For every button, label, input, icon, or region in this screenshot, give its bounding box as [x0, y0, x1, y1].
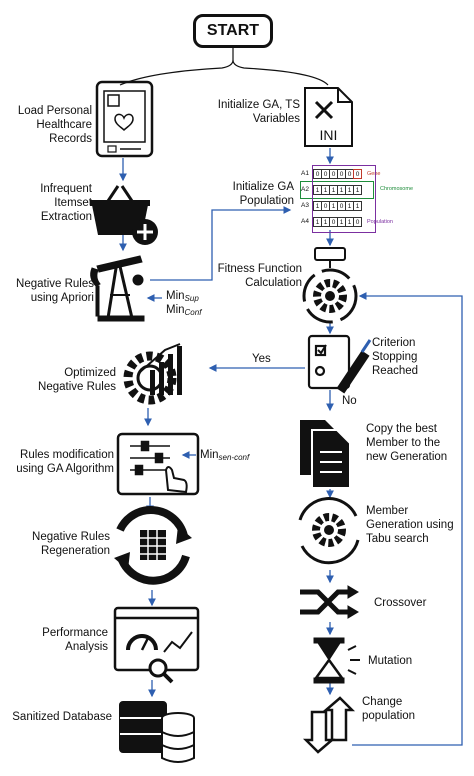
- min-conf-text: Min: [166, 304, 185, 316]
- database-icon: [119, 701, 195, 763]
- label-ini: INI: [319, 127, 338, 143]
- label-change-population: Change population: [362, 696, 416, 722]
- label-min-conf: MinConf: [166, 303, 201, 320]
- label-optimized-rules: Optimized Negative Rules: [38, 367, 116, 393]
- label-sanitized-db: Sanitized Database: [12, 711, 112, 723]
- label-infrequent-itemset: Infrequent Itemset Extraction: [40, 183, 92, 223]
- start-node: START: [193, 14, 273, 48]
- label-init-population: Initialize GA Population: [232, 181, 294, 207]
- mutation-dna-icon: [313, 637, 360, 684]
- ga-population-table: A1 0 0 0 0 0 0 Gene A2 1 1 1 1 1 1 A3 1 …: [300, 165, 421, 233]
- min-sen-text: Min: [200, 449, 219, 461]
- ini-file-icon: [304, 87, 353, 147]
- gene-cell: 1: [353, 201, 362, 211]
- population-row: A1 0 0 0 0 0 0 Gene: [301, 166, 421, 182]
- crossover-icon: [300, 585, 359, 619]
- label-performance: Performance Analysis: [42, 627, 108, 653]
- row-label: A4: [301, 218, 309, 225]
- label-mutation: Mutation: [368, 655, 413, 667]
- change-population-icon: [302, 696, 356, 754]
- gene-tag: Gene: [367, 171, 381, 177]
- label-yes: Yes: [252, 353, 271, 365]
- label-no: No: [342, 395, 357, 407]
- min-sen-sub: sen-conf: [218, 453, 250, 462]
- min-sup-text: Min: [166, 290, 185, 302]
- row-label: A2: [301, 186, 309, 193]
- min-sup-sub: Sup: [184, 294, 199, 303]
- gear-chart-icon: [123, 343, 182, 405]
- population-row: A2 1 1 1 1 1 1: [300, 181, 374, 199]
- min-conf-sub: Conf: [184, 308, 202, 317]
- label-negative-rules: Negative Rules using Apriori: [16, 278, 94, 304]
- performance-dashboard-icon: [113, 606, 200, 684]
- row-label: A3: [301, 202, 309, 209]
- basket-icon: [90, 185, 158, 245]
- label-copy-best: Copy the best Member to the new Generati…: [366, 423, 448, 463]
- label-crossover: Crossover: [374, 597, 427, 609]
- checklist-icon: [307, 334, 372, 394]
- row-label: A1: [301, 170, 309, 177]
- label-min-sen-conf: Minsen-conf: [200, 448, 249, 465]
- tablet-sliders-icon: [116, 432, 200, 496]
- population-row: A4 1 1 0 1 1 0 Population: [301, 214, 421, 230]
- chromosome-tag: Chromosome: [380, 186, 414, 192]
- start-connector: [119, 48, 234, 86]
- label-load-records: Load Personal Healthcare Records: [17, 105, 92, 145]
- regeneration-cycle-icon: [114, 506, 192, 585]
- gene-cell-highlight: 0: [353, 169, 362, 179]
- label-fitness: Fitness Function Calculation: [217, 263, 302, 289]
- population-row: A3 1 0 1 0 1 1: [301, 198, 421, 214]
- gene-cell: 0: [353, 217, 362, 227]
- pumpjack-icon: [90, 255, 145, 322]
- label-regeneration: Negative Rules Regeneration: [32, 531, 110, 557]
- tablet-records-icon: [95, 80, 154, 158]
- member-generation-icon: [298, 497, 360, 565]
- population-outline: [312, 165, 376, 233]
- gene-cell: 1: [353, 185, 362, 195]
- label-min-sup: MinSup: [166, 289, 199, 306]
- copy-document-icon: [300, 420, 351, 489]
- label-init-vars: Initialize GA, TS Variables: [217, 99, 300, 125]
- label-member-generation: Member Generation using Tabu search: [366, 505, 454, 545]
- label-criterion: Criterion Stopping Reached: [372, 337, 419, 377]
- population-tag: Population: [367, 219, 393, 225]
- fitness-gear-icon: [302, 247, 358, 324]
- label-rules-modification: Rules modification using GA Algorithm: [16, 449, 114, 475]
